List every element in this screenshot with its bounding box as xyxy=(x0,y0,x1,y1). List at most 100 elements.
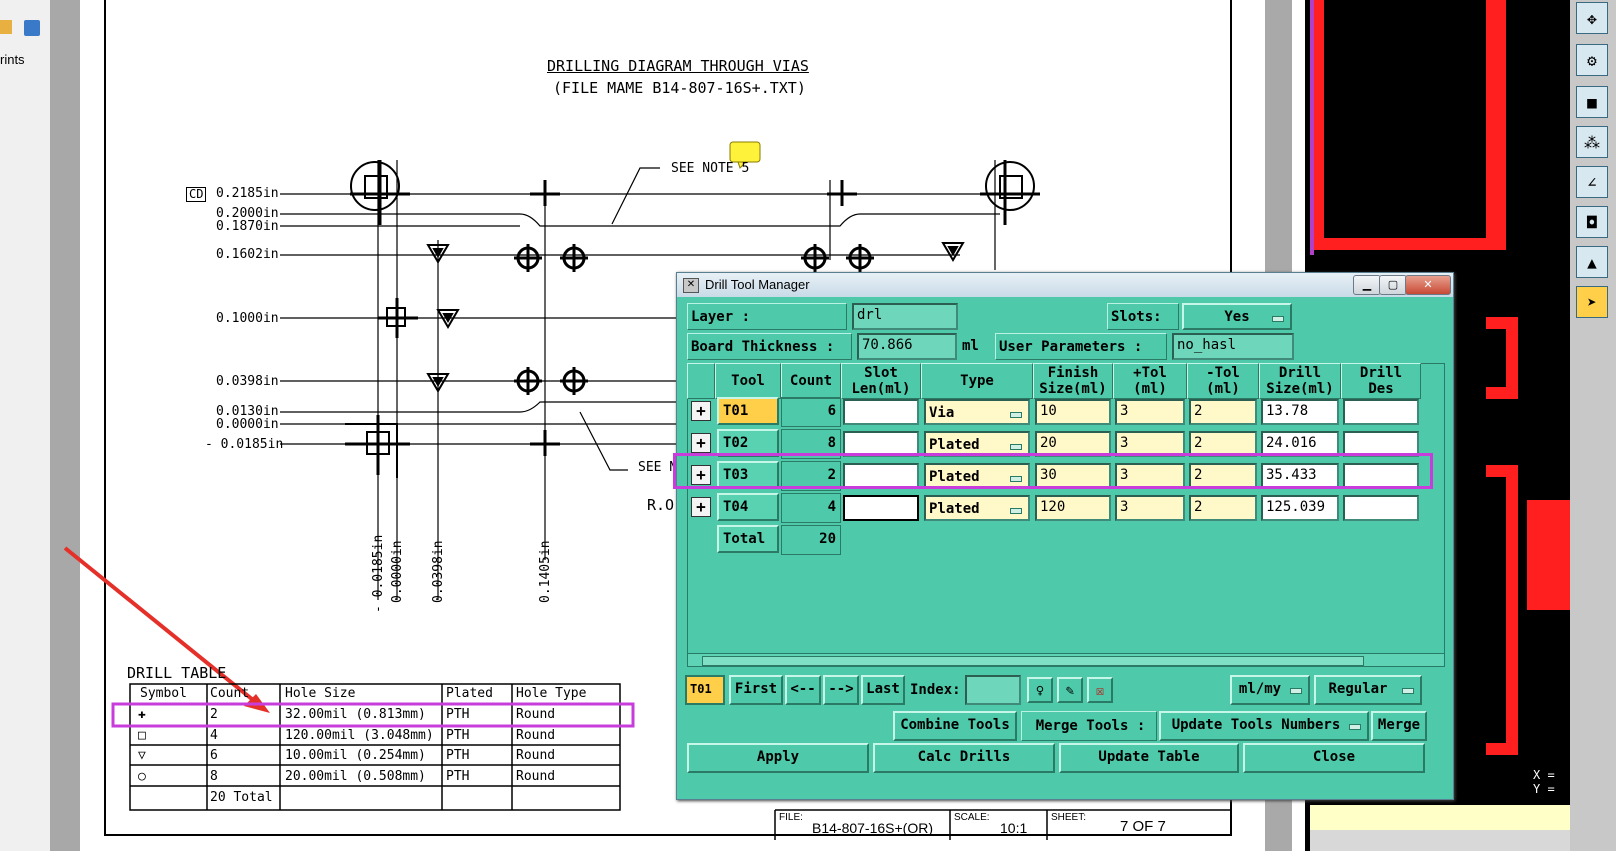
minus-tol-field[interactable]: 2 xyxy=(1189,431,1257,457)
drill-row-plated: PTH xyxy=(446,769,470,784)
merge-button[interactable]: Merge xyxy=(1371,711,1427,741)
x-dim-1: 0.0000in xyxy=(390,540,405,603)
drill-des-field[interactable] xyxy=(1343,399,1419,425)
slots-label: Slots: xyxy=(1107,303,1179,330)
header-slot-len: Slot Len(ml) xyxy=(841,363,921,399)
user-parameters-field[interactable]: no_hasl xyxy=(1172,333,1294,360)
minus-tol-field[interactable]: 2 xyxy=(1189,399,1257,425)
scrollbar-thumb[interactable] xyxy=(702,656,1364,666)
header-drill-des: Drill Des xyxy=(1341,363,1421,399)
pattern-icon[interactable]: ⚙ xyxy=(1576,44,1608,76)
col-plated: Plated xyxy=(446,686,493,701)
tool-name[interactable]: T01 xyxy=(717,397,779,425)
triangle-icon[interactable]: ▲ xyxy=(1576,246,1608,278)
folder-icon[interactable] xyxy=(0,20,12,34)
expand-icon[interactable]: + xyxy=(691,497,711,517)
mode-dropdown[interactable]: Regular xyxy=(1314,675,1422,705)
header-count: Count xyxy=(781,363,841,399)
tool-name[interactable]: T02 xyxy=(717,429,779,457)
drill-size-field[interactable]: 24.016 xyxy=(1261,431,1339,457)
line-icon[interactable]: ∠ xyxy=(1576,166,1608,198)
close-button[interactable]: Close xyxy=(1243,743,1425,773)
panel-splitter[interactable] xyxy=(50,0,80,851)
expand-icon[interactable]: + xyxy=(691,465,711,485)
header-plus-tol: +Tol (ml) xyxy=(1113,363,1187,399)
y-dim-0: 0.2185in xyxy=(216,186,279,201)
user-parameters-label: User Parameters : xyxy=(995,333,1167,360)
close-window-button[interactable]: ✕ xyxy=(1405,275,1451,295)
board-thickness-label: Board Thickness : xyxy=(687,333,852,360)
minimize-button[interactable]: ▁ xyxy=(1353,275,1381,295)
col-hole-size: Hole Size xyxy=(285,686,356,701)
drill-des-field[interactable] xyxy=(1343,495,1419,521)
next-button[interactable]: --> xyxy=(823,675,859,705)
drill-row-count: 4 xyxy=(210,728,218,743)
type-dropdown[interactable]: Plated xyxy=(924,495,1030,521)
delete-icon[interactable]: ☒ xyxy=(1087,677,1113,703)
tool-name[interactable]: T04 xyxy=(717,493,779,521)
total-label: Total xyxy=(717,525,779,553)
y-dim-2: 0.1870in xyxy=(216,219,279,234)
prev-button[interactable]: <-- xyxy=(785,675,821,705)
first-button[interactable]: First xyxy=(729,675,783,705)
dialog-titlebar[interactable]: ✕ Drill Tool Manager ▁ ▢ ✕ xyxy=(677,273,1453,297)
edit-icon[interactable]: ✎ xyxy=(1057,677,1083,703)
plus-tol-field[interactable]: 3 xyxy=(1115,495,1185,521)
y-dim-3: 0.1602in xyxy=(216,247,279,262)
horizontal-scrollbar[interactable] xyxy=(687,653,1445,667)
type-dropdown[interactable]: Via xyxy=(924,399,1030,425)
drill-row-size: 120.00mil (3.048mm) xyxy=(285,728,434,743)
slot-len-field[interactable] xyxy=(843,399,919,425)
slot-len-field[interactable] xyxy=(843,431,919,457)
drill-tool-manager-dialog: ✕ Drill Tool Manager ▁ ▢ ✕ Layer : drl S… xyxy=(673,272,1454,800)
apply-button[interactable]: Apply xyxy=(687,743,869,773)
expand-icon[interactable]: + xyxy=(691,433,711,453)
dialog-title: Drill Tool Manager xyxy=(705,277,810,292)
via-icon[interactable]: ◘ xyxy=(1576,206,1608,238)
combine-tools-button[interactable]: Combine Tools xyxy=(893,711,1017,741)
bulb-icon[interactable]: ♀ xyxy=(1027,677,1053,703)
tool-count: 2 xyxy=(781,461,841,491)
pad-icon[interactable]: ■ xyxy=(1576,86,1608,118)
pointer-icon[interactable]: ➤ xyxy=(1576,286,1608,318)
export-icon[interactable] xyxy=(24,20,40,36)
drill-row-type: Round xyxy=(516,748,556,763)
units-dropdown[interactable]: ml/my xyxy=(1230,675,1310,705)
drill-size-field[interactable]: 125.039 xyxy=(1261,495,1339,521)
layer-label: Layer : xyxy=(687,303,847,330)
maximize-button[interactable]: ▢ xyxy=(1379,275,1407,295)
layer-field[interactable]: drl xyxy=(852,303,958,330)
drill-size-field[interactable]: 13.78 xyxy=(1261,399,1339,425)
update-tools-numbers-dropdown[interactable]: Update Tools Numbers xyxy=(1159,711,1369,741)
file-label: FILE: xyxy=(779,812,803,823)
drilling-diagram xyxy=(63,141,1232,840)
row-highlight xyxy=(673,453,1433,489)
slot-len-field[interactable] xyxy=(843,463,919,489)
calc-drills-button[interactable]: Calc Drills xyxy=(873,743,1055,773)
drill-table-title: DRILL TABLE xyxy=(127,664,227,682)
last-button[interactable]: Last xyxy=(861,675,905,705)
plus-tol-field[interactable]: 3 xyxy=(1115,399,1185,425)
expand-icon[interactable]: + xyxy=(691,401,711,421)
finish-size-field[interactable]: 20 xyxy=(1035,431,1111,457)
slots-dropdown[interactable]: Yes xyxy=(1182,303,1292,330)
header-tool: Tool xyxy=(715,363,781,399)
update-table-button[interactable]: Update Table xyxy=(1059,743,1239,773)
slot-len-field[interactable] xyxy=(843,495,919,521)
finish-size-field[interactable]: 120 xyxy=(1035,495,1111,521)
plus-tol-field[interactable]: 3 xyxy=(1115,431,1185,457)
finish-size-field[interactable]: 10 xyxy=(1035,399,1111,425)
drill-des-field[interactable] xyxy=(1343,431,1419,457)
minus-tol-field[interactable]: 2 xyxy=(1189,495,1257,521)
index-field[interactable] xyxy=(965,675,1021,705)
tool-count: 8 xyxy=(781,429,841,459)
drill-total: 20 Total xyxy=(210,790,273,805)
ro-label: R.O xyxy=(647,496,675,514)
header-minus-tol: -Tol (ml) xyxy=(1187,363,1259,399)
type-dropdown[interactable]: Plated xyxy=(924,431,1030,457)
sheet-value: 7 OF 7 xyxy=(1120,818,1166,835)
board-thickness-field[interactable]: 70.866 xyxy=(857,333,957,360)
connect-icon[interactable]: ⁂ xyxy=(1576,126,1608,158)
app-icon: ✕ xyxy=(683,278,699,293)
move-icon[interactable]: ✥ xyxy=(1576,2,1608,34)
